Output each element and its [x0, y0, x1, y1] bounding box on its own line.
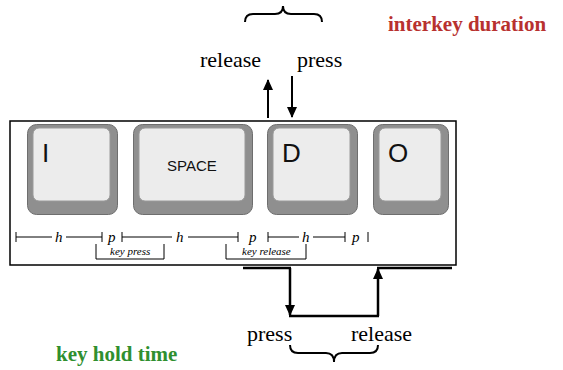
key-label: D: [282, 140, 301, 166]
timeline: [16, 232, 368, 242]
time-symbol: h: [176, 230, 184, 245]
measure-title: key hold time: [56, 344, 177, 365]
release-bracket: [226, 244, 306, 259]
time-symbol: h: [302, 230, 310, 245]
press-arrow: [291, 76, 293, 117]
hold-press-arrow: [289, 268, 292, 315]
bracket-note: key release: [242, 246, 291, 257]
key-shape: [373, 124, 449, 215]
hold-line: [243, 267, 291, 270]
hold-line: [289, 315, 379, 318]
keyboard-key: SPACE: [133, 124, 253, 215]
time-symbol: p: [108, 230, 116, 245]
time-symbol: p: [352, 230, 360, 245]
time-symbol: h: [55, 230, 63, 245]
keyboard-key: D: [267, 124, 358, 215]
event-label: press: [247, 323, 292, 345]
top-brace: [245, 6, 322, 22]
key-shape: [267, 124, 358, 215]
measure-title: interkey duration: [388, 14, 546, 35]
key-label: SPACE: [167, 158, 217, 173]
event-label: release: [351, 323, 412, 345]
key-label: I: [42, 140, 49, 166]
key-shape: [27, 124, 118, 215]
keyboard-key: I: [27, 124, 118, 215]
event-label: press: [297, 49, 342, 71]
release-arrow: [267, 80, 269, 118]
key-label: O: [388, 140, 408, 166]
event-label: release: [200, 49, 261, 71]
keyboard-frame: [10, 121, 456, 265]
time-symbol: p: [249, 230, 257, 245]
bottom-brace: [290, 345, 378, 362]
keyboard-key: O: [373, 124, 449, 215]
bracket-note: key press: [110, 246, 150, 257]
hold-release-arrow: [377, 269, 380, 316]
press-bracket: [96, 244, 164, 259]
hold-line: [377, 267, 452, 270]
